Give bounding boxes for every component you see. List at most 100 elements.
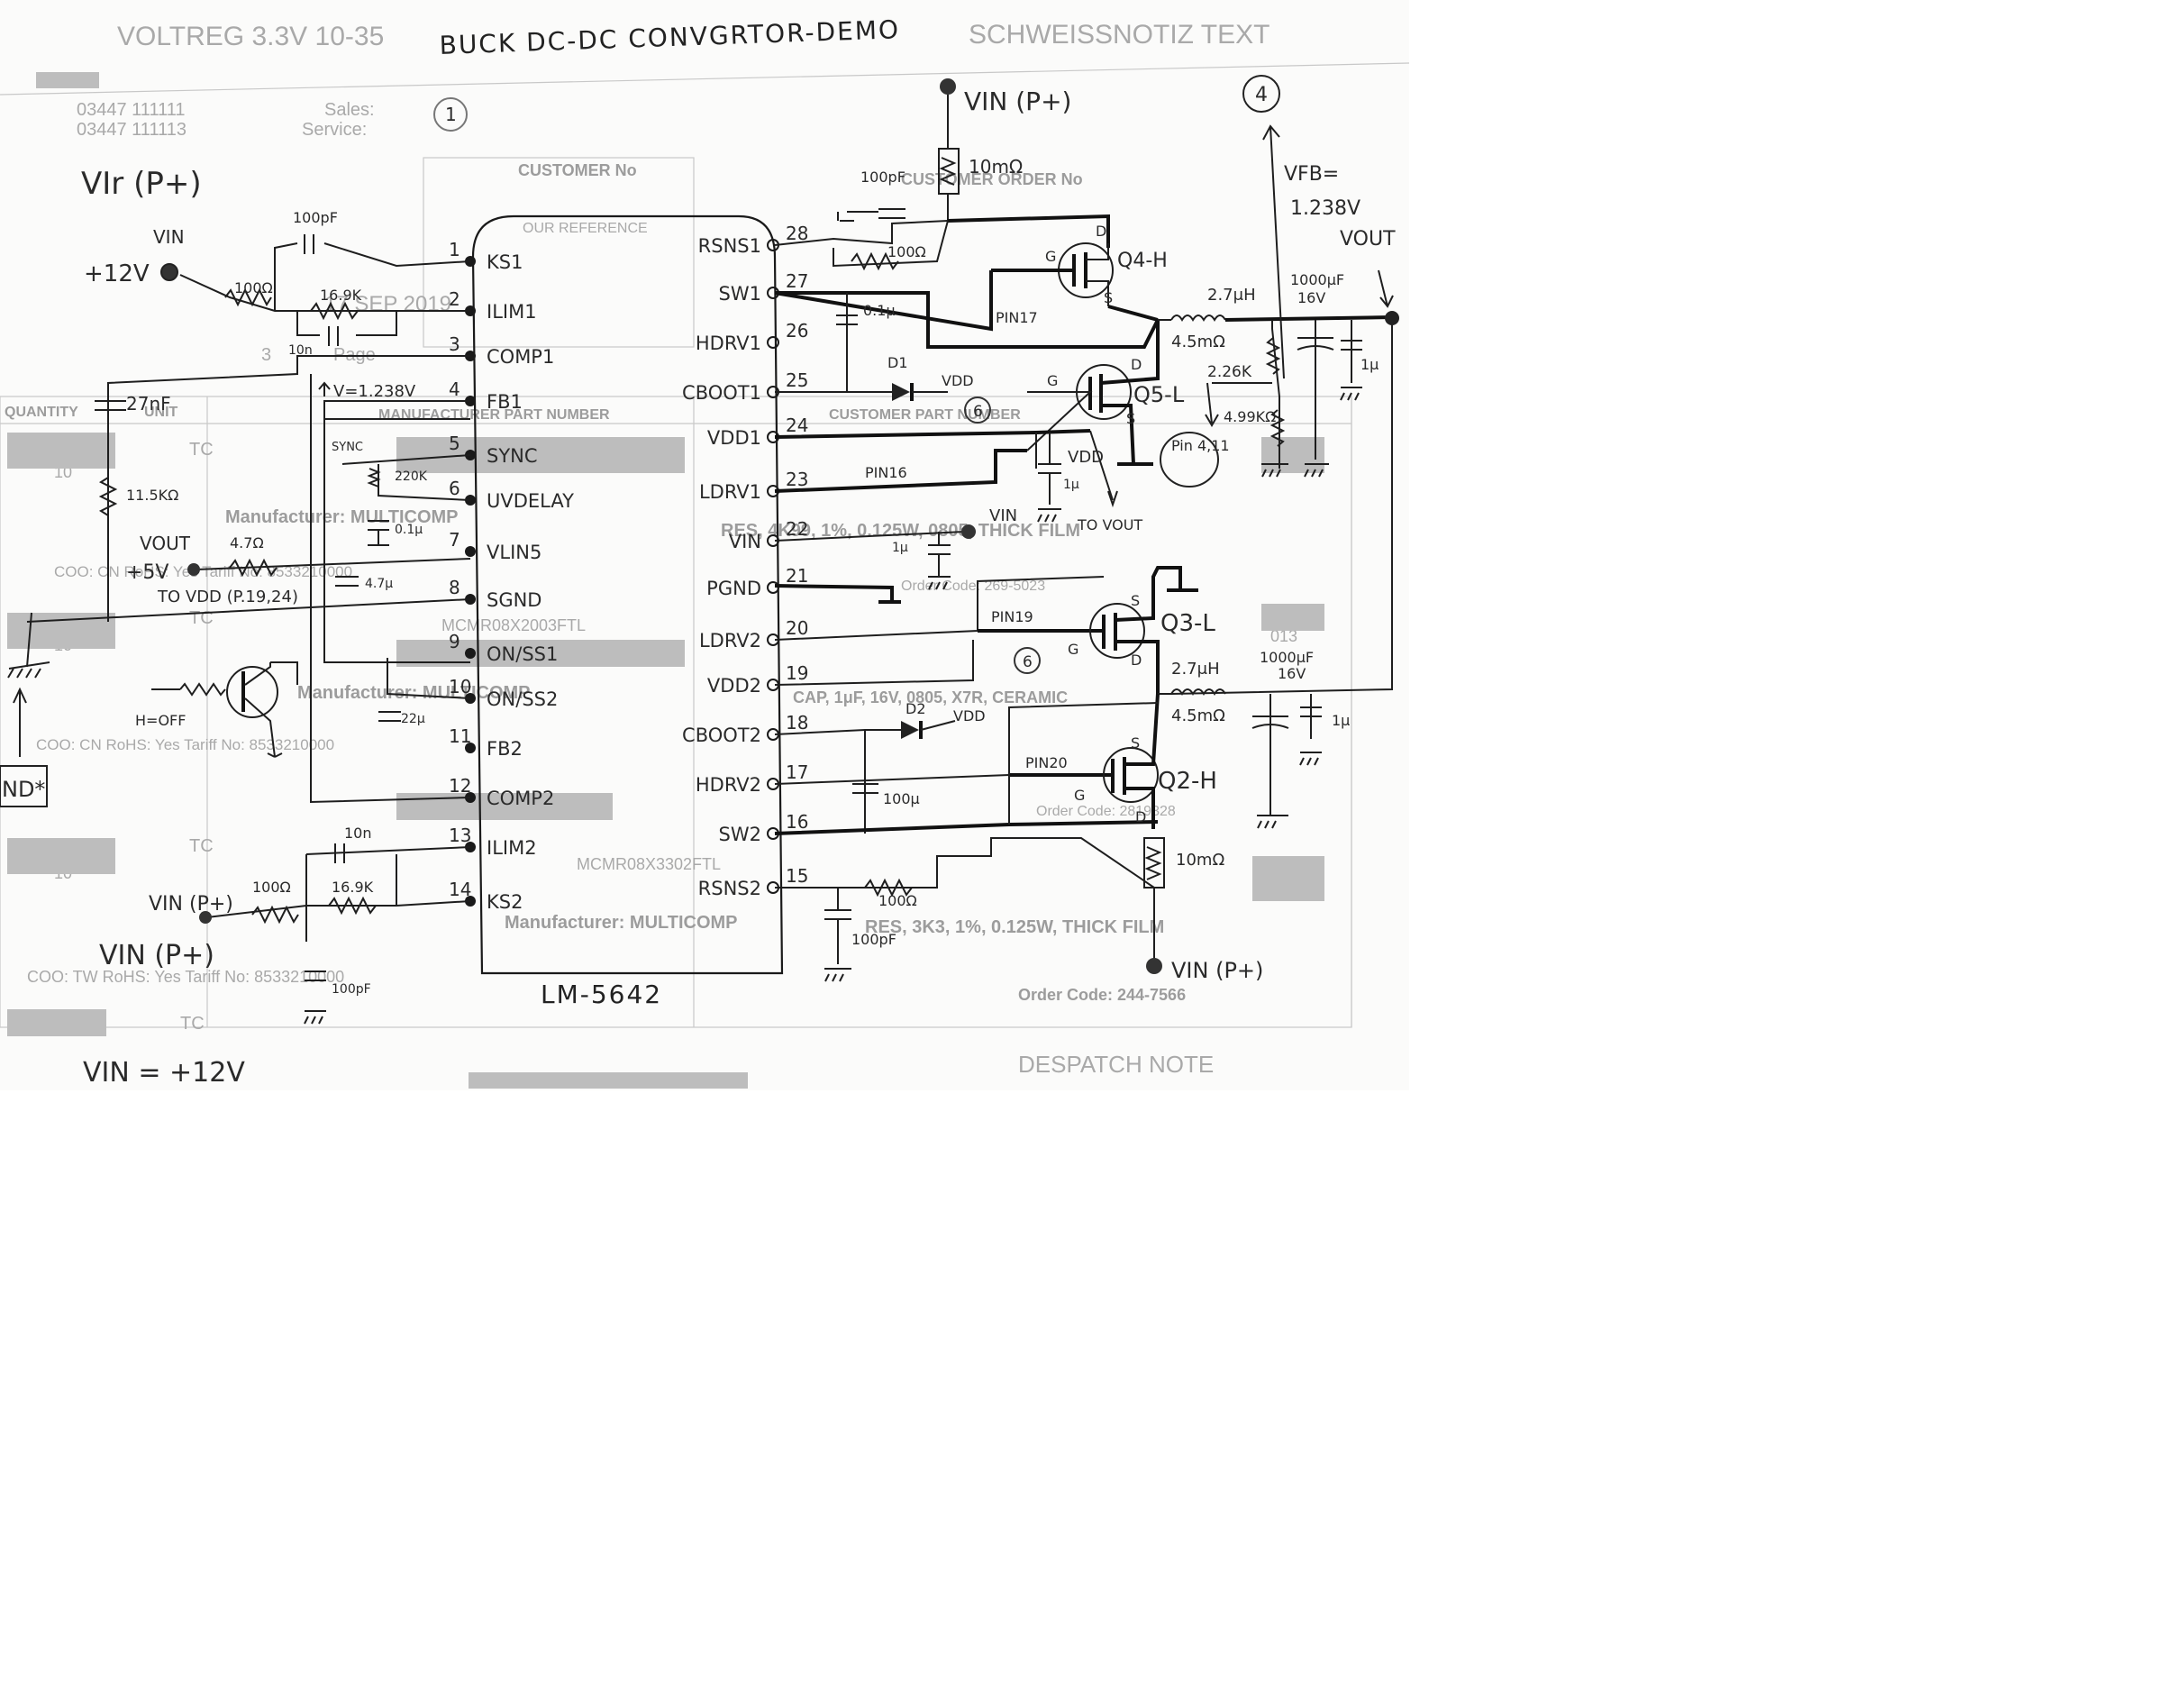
bg-quantity: QUANTITY xyxy=(5,405,78,420)
schematic-title: BUCK DC-DC CONVGRTOR-DEMO xyxy=(439,14,900,60)
ic-left-pin-label: ON/SS2 xyxy=(487,688,558,710)
ic-name: LM-5642 xyxy=(541,980,662,1009)
value-c-4-7u: 4.7μ xyxy=(365,577,393,591)
label-to-vdd: TO VDD (P.19,24) xyxy=(157,588,298,606)
ic-left-pin-number: 11 xyxy=(449,725,471,747)
ic-left-pin-number: 9 xyxy=(449,631,460,652)
value-r-2-26k: 2.26K xyxy=(1207,363,1252,381)
value-c-100p-bottom: 100pF xyxy=(851,931,896,948)
ic-right-pin-label: HDRV1 xyxy=(696,333,761,354)
ic-left-pin-number: 1 xyxy=(449,239,460,260)
resistor-2-26k xyxy=(1265,337,1281,375)
bg-sales-label: Sales: xyxy=(324,100,375,120)
resistor-16-9k-a xyxy=(310,301,359,321)
bg-order-code-1: Order Code: 269-5023 xyxy=(901,579,1045,594)
label-q4-g: G xyxy=(1045,248,1056,265)
ic-right-pin-label: CBOOT1 xyxy=(682,382,761,404)
label-q3-g: G xyxy=(1068,641,1078,658)
bg-service-num: 03447 111113 xyxy=(77,120,187,140)
capacitor-22u xyxy=(378,711,401,722)
ic-right-pin-number: 18 xyxy=(786,712,808,734)
capacitor-27nf xyxy=(95,400,126,411)
ic-right-pin-label: LDRV1 xyxy=(699,481,761,503)
resistor-100-b xyxy=(251,905,299,925)
ic-left-pin-number: 14 xyxy=(449,879,471,900)
ic-left-pin-number: 10 xyxy=(449,676,471,697)
diode-d2 xyxy=(901,721,919,739)
value-r-11-5k: 11.5KΩ xyxy=(126,487,178,504)
circled-number-4-text: 4 xyxy=(1255,84,1268,106)
label-sync-input: SYNC xyxy=(332,441,363,454)
bg-sales-num: 03447 111111 xyxy=(77,100,186,120)
label-vout-5v: +5V xyxy=(126,561,168,584)
resistor-100-top xyxy=(851,251,899,271)
ic-right-pin-number: 28 xyxy=(786,223,808,244)
value-r-100-a: 100Ω xyxy=(234,279,273,296)
label-diode-d1: D1 xyxy=(887,354,908,371)
resistor-4-7 xyxy=(229,558,278,578)
gnd-box xyxy=(0,765,48,807)
capacitor-1000uf-b xyxy=(1251,715,1289,729)
capacitor-1u-c xyxy=(1341,340,1362,351)
resistor-100-bottom xyxy=(864,878,913,898)
bg-res-line-2: RES, 3K3, 1%, 0.125W, THICK FILM xyxy=(865,917,1164,937)
ic-left-pin-number: 13 xyxy=(449,825,471,846)
bg-dispatch: DESPATCH NOTE xyxy=(1018,1051,1214,1078)
bg-our-reference: OUR REFERENCE xyxy=(523,221,648,236)
bg-manufacturer-3: Manufacturer: MULTICOMP xyxy=(505,913,738,933)
value-c-1u-d: 1μ xyxy=(1332,712,1350,729)
value-c-22u: 22μ xyxy=(401,712,425,726)
value-c-100u: 100μ xyxy=(883,790,920,807)
capacitor-1u-b xyxy=(928,532,951,577)
capacitor-1u-d xyxy=(1300,706,1322,717)
value-r-100-bottom: 100Ω xyxy=(878,892,917,909)
ic-left-pin-number: 12 xyxy=(449,775,471,797)
ic-right-pin-label: CBOOT2 xyxy=(682,725,761,746)
ic-right-pin-number: 20 xyxy=(786,617,808,639)
capacitor-100pf-b xyxy=(305,971,326,981)
ic-left-pin-label: FB1 xyxy=(487,391,523,413)
capacitor-1000uf-a xyxy=(1297,337,1334,351)
label-q5-s: S xyxy=(1126,410,1135,427)
value-c-1u-c: 1μ xyxy=(1360,356,1379,373)
vin-terminal-left xyxy=(160,263,178,281)
capacitor-100pf-bottom xyxy=(824,909,851,920)
bg-res-line: RES, 4K99, 1%, 0.125W, 0805, THICK FILM xyxy=(721,521,1080,541)
label-q5-g: G xyxy=(1047,372,1058,389)
transistor-on-ss xyxy=(226,666,278,718)
value-c-100p-top: 100pF xyxy=(860,169,905,186)
capacitor-100pf-a xyxy=(304,234,314,254)
circled-number-6b xyxy=(1014,647,1041,674)
q2-h-circle xyxy=(1103,747,1159,803)
label-q3-d: D xyxy=(1131,652,1142,669)
bg-barcodes xyxy=(7,72,1324,1089)
schematic-sheet: VOLTREG 3.3V 10-35 SCHWEISSNOTIZ TEXT Sa… xyxy=(0,0,1409,1090)
bg-manufacturer-1: Manufacturer: MULTICOMP xyxy=(225,507,459,527)
label-to-vout: TO VOUT xyxy=(1077,516,1142,533)
vin-terminal-bottom-right xyxy=(1146,958,1162,974)
value-c-10n-a: 10n xyxy=(288,343,313,358)
ic-left-pin-label: ON/SS1 xyxy=(487,643,558,665)
value-c-0-1u-b: 0.1μ xyxy=(863,302,896,319)
left-pin-group: 1KS12ILIM13COMP14FB15SYNC6UVDELAY7VLIN58… xyxy=(449,239,574,913)
label-q2-g: G xyxy=(1074,787,1085,804)
resistor-11-5k xyxy=(98,477,118,516)
label-h-off: H=OFF xyxy=(135,712,186,729)
ic-right-pin-26 xyxy=(767,336,779,349)
label-pin19: PIN19 xyxy=(991,608,1033,625)
resistor-100-a xyxy=(224,287,272,307)
label-pin17: PIN17 xyxy=(996,309,1038,326)
value-c-0-1u-a: 0.1μ xyxy=(395,523,423,537)
ic-right-pin-number: 19 xyxy=(786,662,808,684)
circled-number-1-text: 1 xyxy=(445,104,457,125)
circled-number-1 xyxy=(433,97,468,132)
ic-right-pin-label: RSNS1 xyxy=(698,235,761,257)
background-document: VOLTREG 3.3V 10-35 SCHWEISSNOTIZ TEXT Sa… xyxy=(0,20,1409,1089)
value-c-1000u-b: 1000μF xyxy=(1260,649,1314,666)
value-c-220k: 220K xyxy=(395,469,428,484)
ic-right-pin-label: PGND xyxy=(706,578,761,599)
label-vin-bottom-left: VIN (P+) xyxy=(149,893,233,916)
value-c-16v-a: 16V xyxy=(1297,289,1325,306)
vin-terminal-top xyxy=(940,78,956,95)
ic-right-pin-label: VDD1 xyxy=(707,427,761,449)
